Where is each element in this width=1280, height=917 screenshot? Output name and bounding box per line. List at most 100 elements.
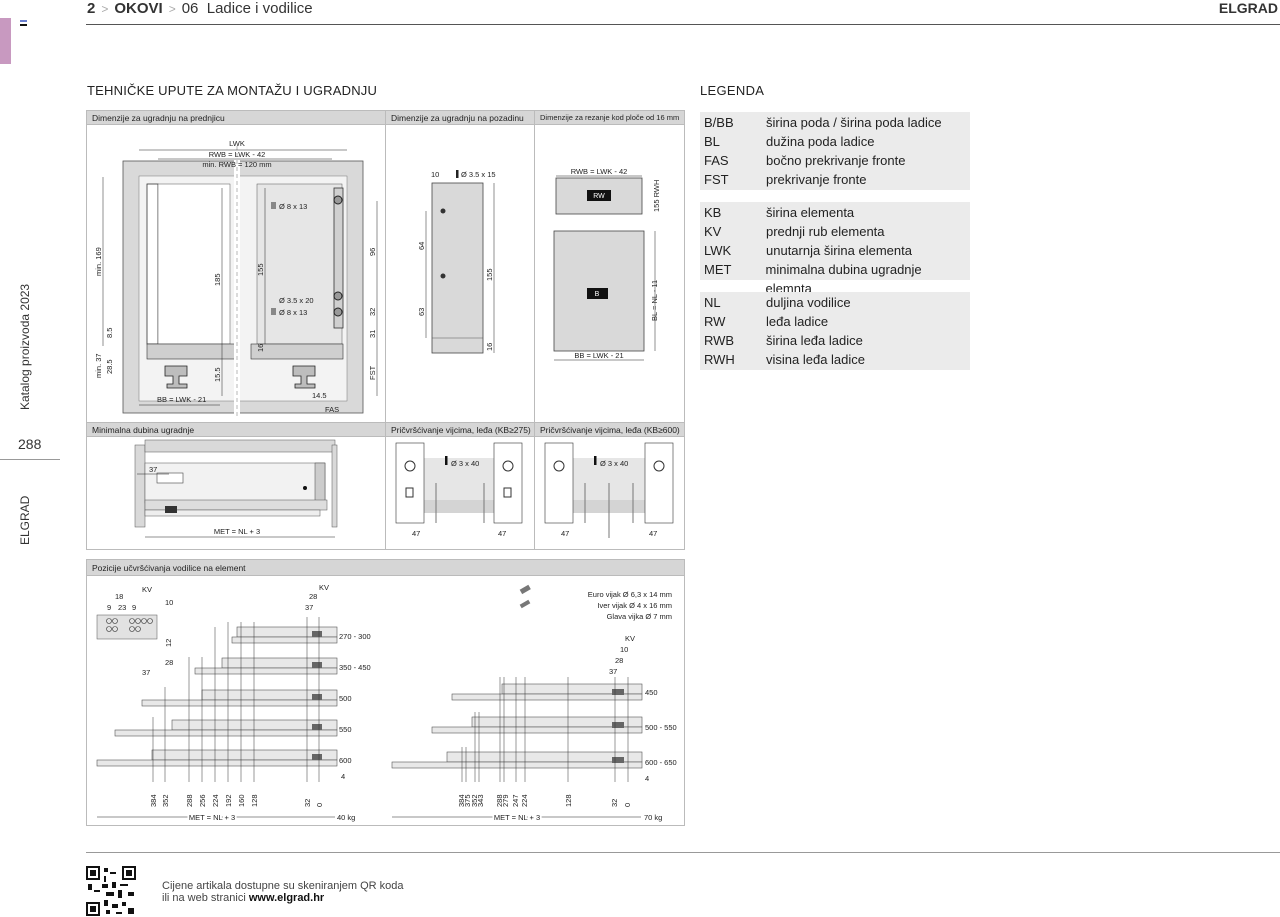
svg-text:15.5: 15.5 [213,367,222,382]
svg-text:10: 10 [620,645,628,654]
svg-text:KV: KV [625,634,635,643]
svg-text:192: 192 [224,794,233,807]
fix275-drawing: Ø 3 x 40 47 47 [395,442,523,538]
svg-text:32: 32 [368,308,377,316]
breadcrumb-section[interactable]: OKOVI [114,0,163,17]
svg-text:Ø 3 x 40: Ø 3 x 40 [451,459,479,468]
svg-text:FAS: FAS [325,405,339,414]
svg-text:550: 550 [339,725,352,734]
svg-text:352: 352 [161,794,170,807]
panel-header-fix275: Pričvršćivanje vijcima, leđa (KB≥275) [386,423,534,437]
svg-text:155: 155 [485,268,494,281]
svg-text:Glava vijka Ø 7 mm: Glava vijka Ø 7 mm [607,612,672,621]
svg-text:160: 160 [237,794,246,807]
qr-code[interactable] [86,866,136,916]
sidebar-brand: ELGRAD [18,495,32,545]
svg-text:28: 28 [309,592,317,601]
svg-text:37: 37 [149,465,157,474]
website-link[interactable]: www.elgrad.hr [248,892,325,904]
svg-text:Ø 3 x 40: Ø 3 x 40 [600,459,628,468]
svg-text:96: 96 [368,248,377,256]
svg-text:288: 288 [495,794,504,807]
panel-header-cut: Dimenzije za rezanje kod ploče od 16 mm [535,111,684,125]
svg-text:37: 37 [142,668,150,677]
footer-divider [86,852,1280,853]
svg-text:min. 37: min. 37 [94,353,103,378]
svg-text:28.5: 28.5 [105,359,114,374]
svg-text:KV: KV [142,585,152,594]
svg-text:0: 0 [623,803,632,807]
header-divider [86,24,1280,25]
chevron-right-icon: > [101,2,109,16]
svg-text:37: 37 [305,603,313,612]
svg-text:350 - 450: 350 - 450 [339,663,371,672]
svg-text:16: 16 [485,343,494,351]
back-mounting-drawing: 10 Ø 3.5 x 15 64 63 155 16 [417,170,496,354]
footer-line-2: ili na web stranici [162,892,249,904]
svg-text:70 kg: 70 kg [644,813,662,822]
svg-text:10: 10 [431,170,439,179]
breadcrumb-sub-number[interactable]: 06 [181,0,199,17]
svg-text:MET = NL + 3: MET = NL + 3 [189,813,235,822]
brand-logo: ELGRAD [1218,0,1278,16]
breadcrumb: 2 > OKOVI >06 Ladice i vodilice [87,0,313,17]
svg-text:9: 9 [107,603,111,612]
catalog-label: Katalog proizvoda 2023 [18,283,32,410]
rail-positions-40kg-drawing: KV 18 9 23 9 10 12 28 37 KV 28 37 270 - … [96,583,371,824]
svg-text:600: 600 [339,756,352,765]
svg-text:128: 128 [250,794,259,807]
svg-text:BB = LWK - 21: BB = LWK - 21 [157,395,206,404]
svg-text:4: 4 [341,772,345,781]
svg-text:32: 32 [303,799,312,807]
svg-text:MET = NL + 3: MET = NL + 3 [214,527,260,536]
svg-text:min. RWB = 120 mm: min. RWB = 120 mm [202,160,271,169]
svg-text:28: 28 [615,656,623,665]
svg-text:63: 63 [417,308,426,316]
sidebar-divider [0,459,60,460]
svg-text:40 kg: 40 kg [337,813,355,822]
svg-text:47: 47 [498,529,506,538]
svg-text:Ø 3.5 x 20: Ø 3.5 x 20 [279,296,314,305]
svg-text:KV: KV [319,583,329,592]
section-title: TEHNIČKE UPUTE ZA MONTAŽU I UGRADNJU [87,83,378,98]
side-color-tab [0,18,11,64]
svg-text:185: 185 [213,273,222,286]
svg-text:384: 384 [149,794,158,807]
chevron-right-icon: > [168,2,176,16]
svg-text:450: 450 [645,688,658,697]
page-number: 288 [18,436,42,452]
svg-text:375: 375 [463,794,472,807]
svg-text:16: 16 [256,344,265,352]
svg-text:28: 28 [165,658,173,667]
svg-text:Euro vijak Ø 6,3 x 14 mm: Euro vijak Ø 6,3 x 14 mm [588,590,672,599]
breadcrumb-chapter[interactable]: 2 [87,0,96,17]
svg-text:Ø 8 x 13: Ø 8 x 13 [279,308,307,317]
svg-text:18: 18 [115,592,123,601]
svg-text:31: 31 [368,330,377,338]
breadcrumb-sub-label[interactable]: Ladice i vodilice [206,0,313,17]
svg-text:224: 224 [520,794,529,807]
min-depth-drawing: 37 MET = NL + 3 [134,439,338,538]
panel-header-fix600: Pričvršćivanje vijcima, leđa (KB≥600) [535,423,684,437]
svg-text:384: 384 [457,794,466,807]
svg-text:12: 12 [164,639,173,647]
svg-text:4: 4 [645,774,649,783]
flag-icon [20,20,27,28]
svg-text:47: 47 [412,529,420,538]
svg-text:BL = NL - 11: BL = NL - 11 [650,280,659,321]
svg-text:RWB = LWK - 42: RWB = LWK - 42 [209,150,266,159]
svg-text:600 - 650: 600 - 650 [645,758,677,767]
svg-text:288: 288 [185,794,194,807]
svg-text:LWK: LWK [229,139,245,148]
svg-text:14.5: 14.5 [312,391,327,400]
